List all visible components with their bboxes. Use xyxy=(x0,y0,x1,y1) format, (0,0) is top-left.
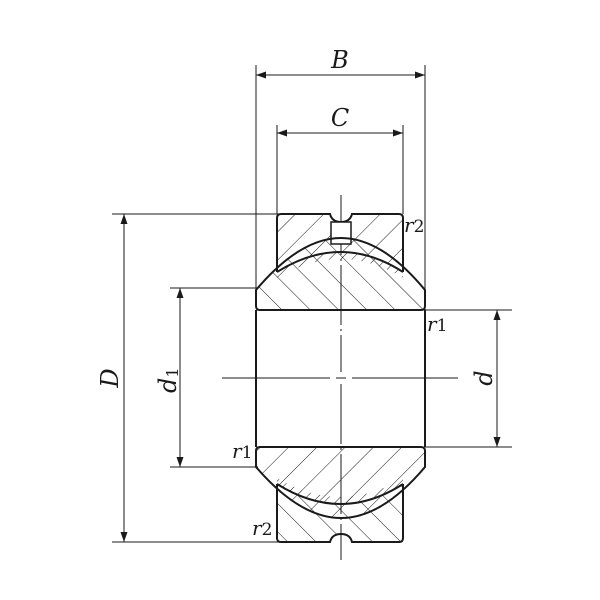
bore xyxy=(255,310,426,447)
label-C: C xyxy=(331,104,349,132)
label-d1: d1 xyxy=(154,367,182,393)
label-D: D xyxy=(96,368,124,388)
inner-ring-bottom xyxy=(255,446,426,520)
label-r2-bottom: r2 xyxy=(252,516,272,540)
label-r1-bottom: r1 xyxy=(232,439,252,463)
label-r1-top: r1 xyxy=(427,312,447,336)
label-B: B xyxy=(330,46,349,74)
label-d: d xyxy=(470,370,498,385)
label-r2-top: r2 xyxy=(404,213,424,237)
inner-ring-top xyxy=(255,236,426,311)
